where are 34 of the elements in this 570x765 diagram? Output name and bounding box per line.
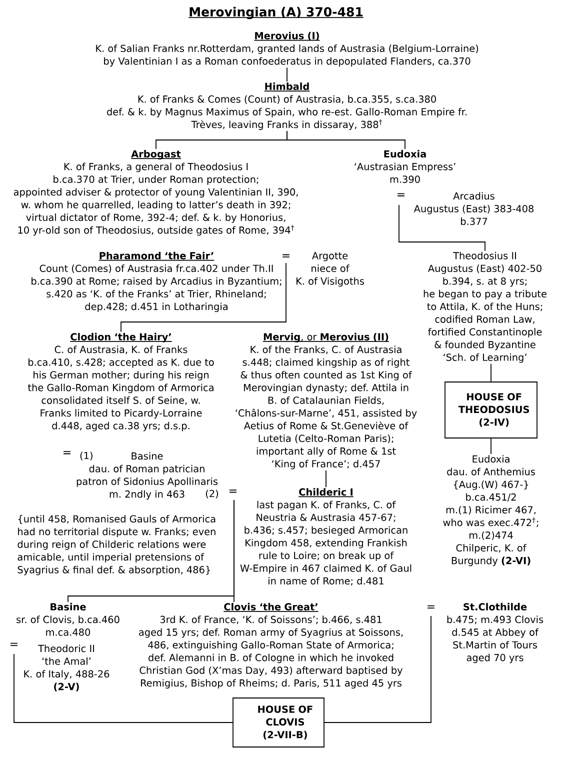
person-entry: St.Clothilde b.475; m.493 Clovis d.545 at Abbey of St.Martin of Tours aged 70 yrs [447, 602, 544, 664]
connector-line [286, 67, 288, 82]
person-entry: Argotte niece of K. of Visigoths [296, 252, 364, 287]
person-entry: Himbald K. of Franks & Comes (Count) of Austrasia, b.ca.355, s.ca.380 def. & k. by Magnus Maximus of Spain, who re-est. Gallo-Roman Empire fr. Trèves, leaving Franks in dissaray, 388$^{†}$ [107, 82, 467, 130]
connector-line [398, 204, 486, 252]
reference-box: HOUSE OF CLOVIS (2-VII-B) [232, 698, 324, 748]
person-entry: Childeric I last pagan K. of Franks, C. of Neustria & Austrasia 457-67; b.436; s.457; besieged Armorican Kingdom 458, extending Frankish rule to Loire; on break up of W-Empire in 467 claimed K. of Gaul in name of Rome; d.481 [240, 488, 412, 586]
marriage-sign: = [282, 254, 290, 258]
connector-line [120, 262, 286, 332]
marriage-sign: = [64, 451, 70, 454]
marriage-sign: = [428, 605, 434, 609]
person-entry: Theodosius II Augustus (East) 402-50 b.394, s. at 8 yrs; he began to pay a tribute to Attila, K. of the Huns; codified Roman Law, fortified Constantinople & founded Byzantine ‘Sch. of Learning’ [424, 252, 546, 363]
person-entry: Eudoxia dau. of Anthemius {Aug.(W) 467-} b.ca.451/2 m.(1) Ricimer 467, who was exec.472$^{†}$; m.(2)474 Chilperic, K. of Burgundy (2-VI) [443, 455, 538, 566]
connector-line [14, 654, 234, 723]
marriage-sign: = [398, 193, 404, 196]
connector-line [286, 130, 406, 150]
person-entry: Arbogast K. of Franks, a general of Theodosius I b.ca.370 at Trier, under Roman protection; appointed adviser & protector of young Valentinian II, 390, w. whom he quarrelled, leading to latter’s death in 392; virtual dictator of Rome, 392-4; def. & k. by Honorius, 10 yr-old son of Theodosius, outside gates of Rome, 394$^{†}$ [14, 150, 298, 236]
connector-line [324, 616, 432, 723]
person-entry: Pharamond ‘the Fair’ Count (Comes) of Austrasia fr.ca.402 under Th.II b.ca.390 at Rome; raised by Arcadius in Byzantium; s.420 as ‘K. of the Franks’ at Trier, Rhineland; dep.428; d.451 in Lotharingia [32, 252, 282, 312]
person-entry: Merovius (I) K. of Salian Franks nr.Rotterdam, granted lands of Austrasia (Belgium-Lorraine) by Valentinian I as a Roman confoederatus in depopulated Flanders, ca.370 [96, 32, 478, 67]
note-text: {until 458, Romanised Gauls of Armorica had no territorial dispute w. Franks; even during reign of Childeric relations were amicable, until imperial pretensions of Syagrius & final def. & absorption, 486} [18, 515, 216, 576]
title: Merovingian (A) 370-481 [188, 6, 364, 20]
person-entry: Arcadius Augustus (East) 383-408 b.377 [414, 192, 534, 226]
person-entry: Eudoxia ‘Austrasian Empress’ m.390 [354, 150, 456, 183]
person-entry: Basine dau. of Roman patrician patron of Sidonius Apollinaris m. 2ndly in 463 (1) (2) [76, 452, 218, 500]
marriage-sign: = [230, 490, 236, 493]
person-entry: Clodion ‘the Hairy’ C. of Austrasia, K. of Franks b.ca.410, s.428; accepted as K. due to his German mother; during his reign the Gallo-Roman Kingdom of Armorica consolidated itself S. of Seine, w. Franks limited to Picardy-Lorraine d.448, aged ca.38 yrs; d.s.p. [28, 332, 214, 432]
connector-line [490, 363, 492, 382]
connector-line [490, 438, 492, 455]
person-entry: Theodoric II ‘the Amal’ K. of Italy, 488-26 (2-V) [24, 644, 110, 692]
person-entry: Clovis ‘the Great’ 3rd K. of France, ‘K. of Soissons’; b.466, s.481 aged 15 yrs; def. Roman army of Syagrius at Soissons, 486, extinguishing Gallo-Roman State of Armorica; def. Alemanni in B. of Cologne in which he invoked Christian God (X’mas Day, 493) afterward baptised by Remigius, Bishop of Rheims; d. Paris, 511 aged 45 yrs [139, 602, 403, 689]
person-entry: Basine sr. of Clovis, b.ca.460 m.ca.480 [16, 602, 120, 636]
marriage-sign: = [10, 642, 18, 646]
reference-box: HOUSE OF THEODOSIUS (2-IV) [444, 382, 538, 438]
